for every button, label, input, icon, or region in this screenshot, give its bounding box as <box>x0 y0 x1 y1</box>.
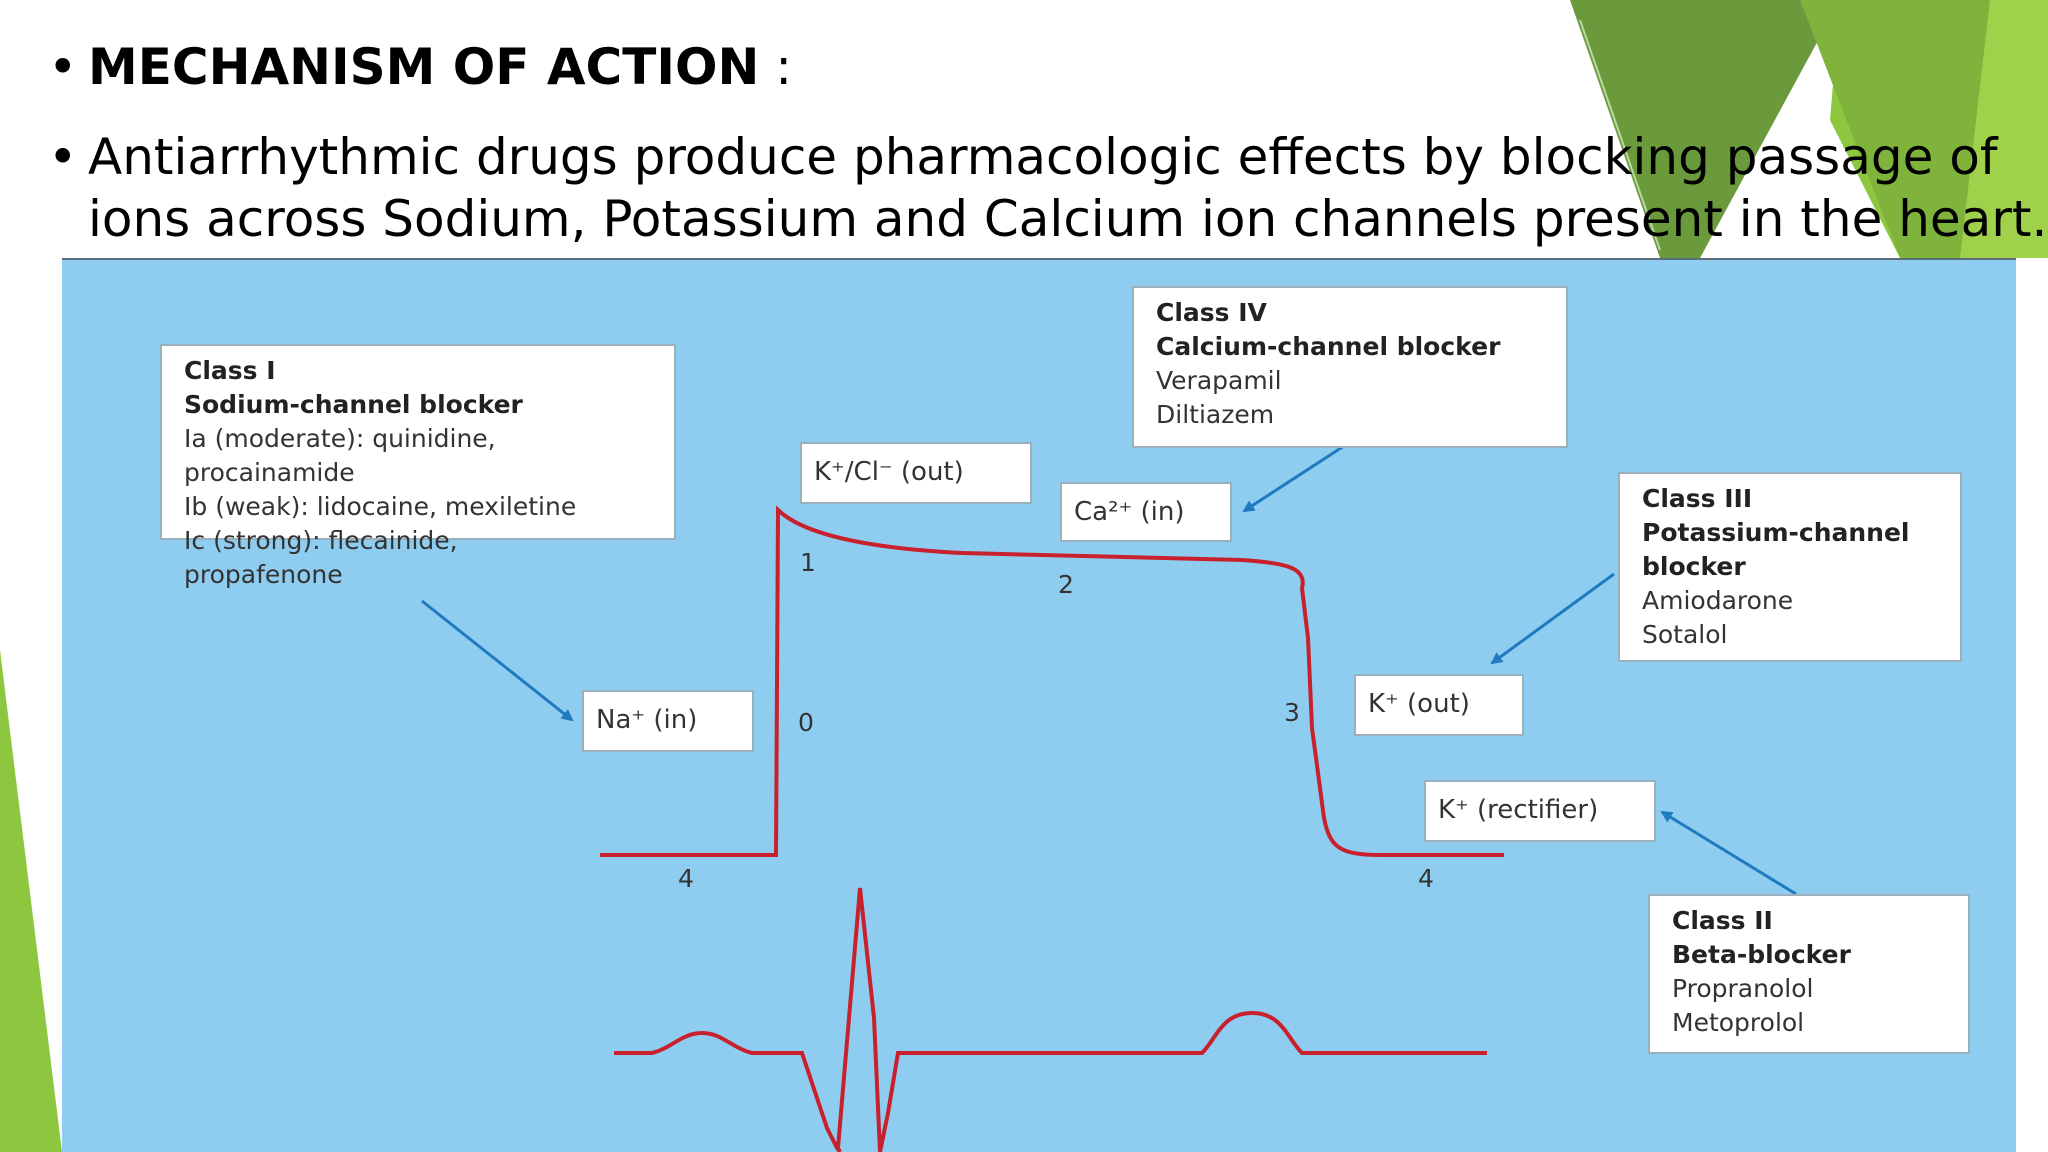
ion-na-in: Na⁺ (in) <box>582 690 754 752</box>
ion-ca-in: Ca²⁺ (in) <box>1060 482 1232 542</box>
heading-colon: : <box>759 38 793 96</box>
body-text-line1: Antiarrhythmic drugs produce pharmacolog… <box>88 128 1998 186</box>
action-potential-curve <box>600 505 1504 857</box>
class-2-box: Class II Beta-blocker Propranolol Metopr… <box>1648 894 1970 1054</box>
ion-k-cl-out: K⁺/Cl⁻ (out) <box>800 442 1032 504</box>
green-shape-top-right-dark <box>1570 0 1840 258</box>
arrow-class4-to-ca <box>1242 444 1345 513</box>
phase-0-label: 0 <box>798 708 814 737</box>
phase-4-left-label: 4 <box>678 864 694 893</box>
class-4-box: Class IV Calcium-channel blocker Verapam… <box>1132 286 1568 448</box>
class-4-subtitle: Calcium-channel blocker <box>1156 332 1501 361</box>
body-text-line2: ions across Sodium, Potassium and Calciu… <box>88 190 2048 248</box>
ion-k-rectifier: K⁺ (rectifier) <box>1424 780 1656 842</box>
body-bullet: •Antiarrhythmic drugs produce pharmacolo… <box>48 126 1997 188</box>
heading-text: MECHANISM OF ACTION <box>88 38 760 96</box>
class-1-subtitle: Sodium-channel blocker <box>184 390 523 419</box>
class-2-line: Metoprolol <box>1672 1008 1805 1037</box>
phase-1-label: 1 <box>800 548 816 577</box>
diagram-graphics <box>421 444 1797 1152</box>
class-1-box: Class I Sodium-channel blocker Ia (moder… <box>160 344 676 589</box>
class-2-subtitle: Beta-blocker <box>1672 940 1851 969</box>
class-1-line: Ib (weak): lidocaine, mexiletine <box>184 492 577 521</box>
arrow-class2-to-k-rectifier <box>1660 810 1797 896</box>
class-2-title: Class II <box>1672 906 1773 935</box>
green-shape-top-right-mid <box>1800 0 1990 258</box>
green-shape-top-right-pale <box>1960 0 2048 258</box>
class-3-subtitle: Potassium-channel <box>1642 518 1910 547</box>
class-4-line: Verapamil <box>1156 366 1282 395</box>
action-potential-diagram: Class I Sodium-channel blocker Ia (moder… <box>62 258 2016 1152</box>
class-1-line: procainamide <box>184 458 355 487</box>
deco-thin-line <box>1579 19 1661 251</box>
class-3-line: Amiodarone <box>1642 586 1794 615</box>
class-4-title: Class IV <box>1156 298 1267 327</box>
phase-2-label: 2 <box>1058 570 1074 599</box>
arrow-class3-to-k-out <box>1490 572 1615 665</box>
class-1-title: Class I <box>184 356 276 385</box>
class-2-line: Propranolol <box>1672 974 1814 1003</box>
phase-4-right-label: 4 <box>1418 864 1434 893</box>
green-shape-left <box>0 650 62 1152</box>
diagram-top-border <box>62 258 2016 260</box>
class-4-line: Diltiazem <box>1156 400 1275 429</box>
class-1-line: Ia (moderate): quinidine, <box>184 424 496 453</box>
class-3-box: Class III Potassium-channel blocker Amio… <box>1618 472 1962 662</box>
class-3-subtitle-cont: blocker <box>1642 552 1746 581</box>
ion-k-out: K⁺ (out) <box>1354 674 1524 736</box>
bullet-dot: • <box>48 128 78 186</box>
heading-bullet: •MECHANISM OF ACTION : <box>48 36 792 98</box>
class-1-line: Ic (strong): flecainide, <box>184 526 458 555</box>
phase-3-label: 3 <box>1284 698 1300 727</box>
class-3-line: Sotalol <box>1642 620 1728 649</box>
ecg-trace <box>614 887 1487 1152</box>
class-1-line: propafenone <box>184 560 343 589</box>
bullet-dot: • <box>48 38 78 96</box>
arrow-class1-to-na <box>421 599 574 722</box>
class-3-title: Class III <box>1642 484 1753 513</box>
